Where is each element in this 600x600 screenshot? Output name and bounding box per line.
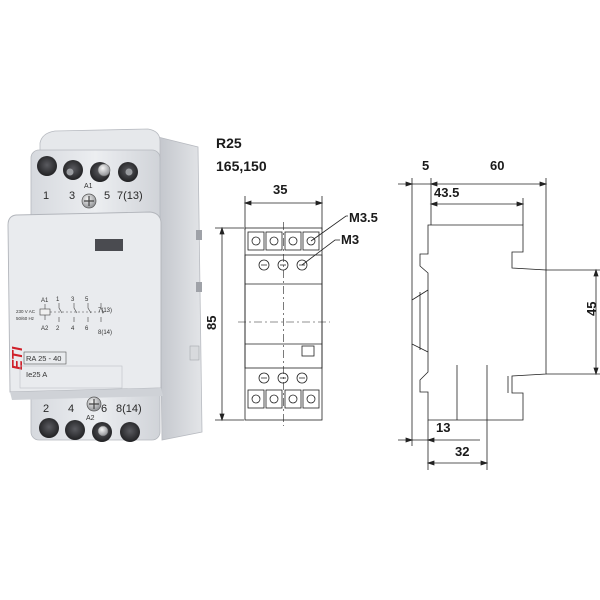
bottom-coil-label: A2 (86, 415, 95, 422)
coil-screw-a1-slot (84, 196, 94, 206)
side-inner-depth-dim: 43.5 (434, 185, 459, 200)
coil-voltage: 230 V AC (16, 309, 36, 314)
coil-frequency: 50/60 Hz (16, 316, 35, 321)
side-tab-bottom (196, 282, 202, 292)
rating-label: Ie25 A (26, 370, 47, 379)
terminal-hole-3 (63, 160, 83, 180)
coil-screw-a2-slot (89, 399, 99, 409)
terminal-screw-7 (125, 168, 133, 176)
front-schematic (39, 303, 105, 322)
top-terminal-row (37, 156, 138, 209)
side-depth-dim: 60 (490, 158, 504, 173)
schematic-t4: 4 (71, 326, 75, 332)
side-height-dim: 45 (584, 302, 599, 316)
schematic-coil (39, 308, 51, 316)
terminal-hole-2 (39, 418, 59, 438)
schematic-t5: 5 (85, 297, 89, 303)
housing-side (157, 136, 203, 441)
side-base-dim: 32 (455, 444, 469, 459)
side-view-drawing (398, 178, 600, 470)
top-terminal-7-label: 7(13) (117, 190, 143, 202)
top-terminal-5-label: 5 (104, 190, 110, 202)
terminal-hole-1 (37, 156, 57, 176)
label-strip (19, 365, 123, 389)
bottom-terminal-8-label: 8(14) (116, 403, 142, 415)
model-box (23, 351, 67, 365)
schematic-t1: 1 (56, 297, 60, 303)
model-label: RA 25 - 40 (26, 354, 61, 363)
front-height-dim: 85 (204, 316, 219, 330)
terminal-screw-1 (66, 168, 74, 176)
schematic-a1: A1 (41, 298, 49, 304)
schematic-t6: 6 (85, 326, 89, 332)
terminal-screw-6 (97, 425, 109, 437)
terminal-screw-5 (97, 163, 111, 177)
side-slot (189, 345, 200, 361)
spec-model: R25 (216, 135, 242, 151)
top-terminal-3-label: 3 (69, 190, 75, 202)
top-terminal-1-label: 1 (43, 190, 49, 202)
schematic-t8: 8(14) (98, 330, 112, 336)
schematic-t2: 2 (56, 326, 60, 332)
terminal-hole-4 (65, 420, 85, 440)
bottom-terminal-6-label: 6 (101, 403, 107, 415)
bottom-terminal-row (39, 396, 140, 442)
schematic-a2: A2 (41, 326, 49, 332)
brand-logo: ETI (9, 346, 26, 370)
side-offset-dim: 5 (422, 158, 429, 173)
screw-small-label: M3 (341, 232, 359, 247)
front-width-dim: 35 (273, 182, 287, 197)
schematic-t3: 3 (71, 297, 75, 303)
side-tab-top (196, 230, 202, 240)
top-coil-label: A1 (84, 183, 93, 190)
side-rail-dim: 13 (436, 420, 450, 435)
schematic-t7: 7(13) (98, 308, 112, 314)
front-cover-edge (10, 388, 163, 400)
front-cover (7, 211, 162, 393)
terminal-hole-8 (120, 422, 140, 442)
bottom-terminal-2-label: 2 (43, 403, 49, 415)
indicator-window (95, 239, 123, 251)
front-view-drawing (215, 196, 348, 426)
spec-sizes: 165,150 (216, 158, 267, 174)
screw-large-label: M3.5 (349, 210, 378, 225)
schematic-contacts (44, 303, 105, 322)
contactor-photo: 1 3 A1 5 7(13) A1 1 3 5 7(13) A2 2 4 6 8… (7, 128, 203, 442)
bottom-terminal-4-label: 4 (68, 403, 74, 415)
